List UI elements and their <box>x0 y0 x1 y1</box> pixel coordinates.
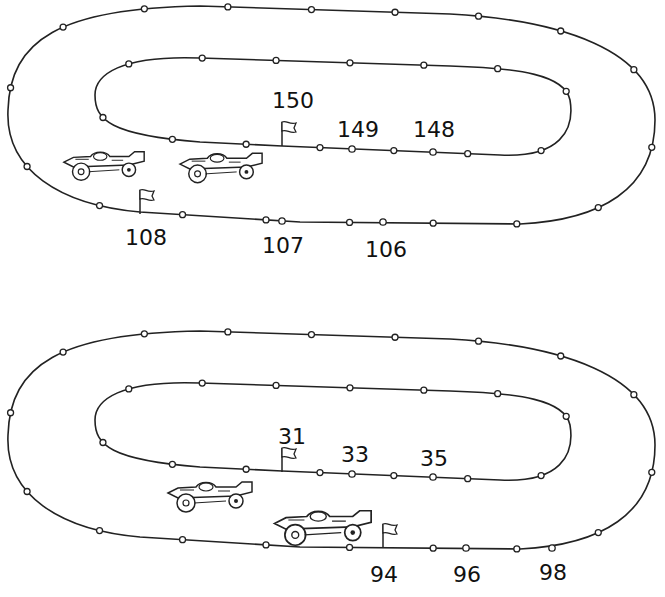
track-dot <box>421 387 427 393</box>
track-dot <box>538 473 544 479</box>
lap-number: 149 <box>337 119 379 141</box>
track-dot <box>263 542 269 548</box>
track-dot <box>243 466 249 472</box>
track-dot <box>347 544 353 550</box>
lap-number: 31 <box>278 426 306 448</box>
track-dot <box>421 62 427 68</box>
track-dot <box>97 203 103 209</box>
lap-number: 107 <box>262 235 304 257</box>
track-dot <box>169 461 175 467</box>
race-car <box>180 153 262 182</box>
track-dot <box>430 545 436 551</box>
track-dot <box>100 440 106 446</box>
flag <box>282 448 296 472</box>
lap-number: 98 <box>539 562 567 584</box>
track-pair <box>8 329 655 552</box>
track-dot <box>24 163 30 169</box>
track-dot <box>465 151 471 157</box>
track-dot <box>24 488 30 494</box>
inner-track <box>95 383 571 481</box>
track-dot <box>495 66 501 72</box>
lap-number: 94 <box>370 564 398 586</box>
track-dot <box>563 88 569 94</box>
track-dot <box>347 60 353 66</box>
track-dot <box>391 473 397 479</box>
track-dot <box>317 470 323 476</box>
track-dot <box>595 205 601 211</box>
lap-number: 148 <box>413 119 455 141</box>
track-dot <box>495 391 501 397</box>
track-dot <box>308 7 314 13</box>
lap-number: 35 <box>420 448 448 470</box>
track-dot <box>649 144 655 150</box>
track-dot <box>225 329 231 335</box>
track-dot <box>180 212 186 218</box>
lap-number: 150 <box>272 90 314 112</box>
track-pair <box>8 4 655 227</box>
track-dot <box>631 392 637 398</box>
track-dot <box>649 469 655 475</box>
lap-number: 106 <box>365 239 407 261</box>
track-dot <box>126 61 132 67</box>
track-dot <box>430 220 436 226</box>
track-dot <box>392 9 398 15</box>
track-dot <box>126 386 132 392</box>
track-dot <box>514 221 520 227</box>
track-dot <box>308 332 314 338</box>
lap-number: 96 <box>453 564 481 586</box>
race-car <box>64 152 144 181</box>
lap-number: 108 <box>125 227 167 249</box>
track-dot <box>8 85 14 91</box>
track-dot <box>60 24 66 30</box>
track-dot <box>558 28 564 34</box>
race-car <box>275 511 372 546</box>
track-dot <box>169 136 175 142</box>
track-dot <box>273 382 279 388</box>
track-dot <box>465 476 471 482</box>
flag <box>282 122 296 146</box>
track-dot <box>243 141 249 147</box>
track-dot <box>141 331 147 337</box>
track-dot <box>514 546 520 552</box>
track-dot <box>141 6 147 12</box>
track-dot <box>8 410 14 416</box>
track-dot <box>631 67 637 73</box>
flag <box>140 190 154 214</box>
track-dot <box>273 57 279 63</box>
track-dot <box>595 530 601 536</box>
track-dot <box>391 148 397 154</box>
track-dot <box>538 148 544 154</box>
race-car <box>168 482 252 512</box>
track-dot <box>60 349 66 355</box>
track-dot <box>392 334 398 340</box>
track-dot <box>199 380 205 386</box>
track-dot <box>476 338 482 344</box>
flag <box>383 524 397 548</box>
inner-track <box>95 58 571 156</box>
outer-track <box>8 331 655 549</box>
lap-number: 33 <box>341 444 369 466</box>
outer-track <box>8 6 655 224</box>
track-dot <box>97 528 103 534</box>
track-dot <box>180 537 186 543</box>
track-dot <box>476 13 482 19</box>
track-dot <box>317 145 323 151</box>
track-dot <box>563 413 569 419</box>
track-dot <box>100 115 106 121</box>
track-dot <box>199 55 205 61</box>
track-dot <box>263 217 269 223</box>
track-dot <box>347 385 353 391</box>
track-dot <box>558 353 564 359</box>
track-dot <box>347 219 353 225</box>
track-dot <box>225 4 231 10</box>
